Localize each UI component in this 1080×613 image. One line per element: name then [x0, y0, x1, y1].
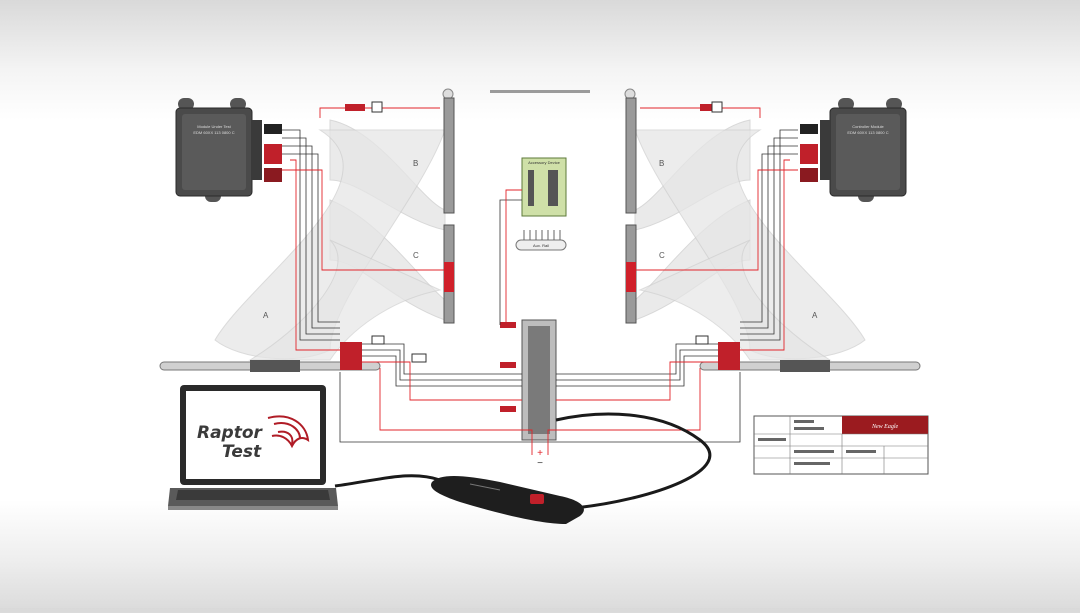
header-bar [490, 90, 590, 93]
adapter-device [431, 476, 584, 524]
harness-loom-right [634, 119, 866, 361]
left-module-line1: Module Under Test [197, 124, 231, 129]
right-module-line2: EDM 60XX 113 0800 C [847, 130, 888, 135]
bus-bar-left [159, 342, 381, 372]
connector-strip-left-b [442, 88, 455, 324]
right-module-line1: Controller Module [852, 124, 884, 129]
adapter-cable [555, 412, 712, 510]
title-block-brand: New Eagle [871, 424, 898, 430]
region-label: C [413, 251, 419, 260]
wire-bundle-red [282, 107, 798, 455]
region-label: B [413, 159, 418, 168]
region-label: C [659, 251, 665, 260]
accessory-device: Accessory Device Aux. Rail [515, 157, 567, 251]
usb-cable [334, 474, 441, 488]
right-module: Controller Module EDM 60XX 113 0800 C [800, 98, 907, 202]
region-label: A [263, 311, 269, 320]
connector-strip-right-b [624, 88, 637, 324]
laptop: Raptor Test [168, 385, 338, 510]
laptop-logo-word-2: Test [222, 442, 262, 462]
fuse-symbols [345, 101, 723, 363]
aux-rail-label: Aux. Rail [533, 243, 549, 248]
power-minus: − [537, 458, 543, 469]
region-label: B [659, 159, 664, 168]
laptop-logo-word-1: Raptor [197, 423, 264, 443]
bus-bar-right [699, 342, 921, 372]
left-module-line2: EDM 60XX 113 0800 C [193, 130, 234, 135]
region-label: A [812, 311, 818, 320]
eagle-logo-icon [267, 415, 310, 449]
title-block: New Eagle [753, 415, 929, 475]
accessory-title: Accessory Device [528, 160, 561, 165]
central-connector [500, 319, 557, 441]
power-plus: + [537, 448, 543, 459]
left-module: Module Under Test EDM 60XX 113 0800 C [175, 98, 282, 202]
